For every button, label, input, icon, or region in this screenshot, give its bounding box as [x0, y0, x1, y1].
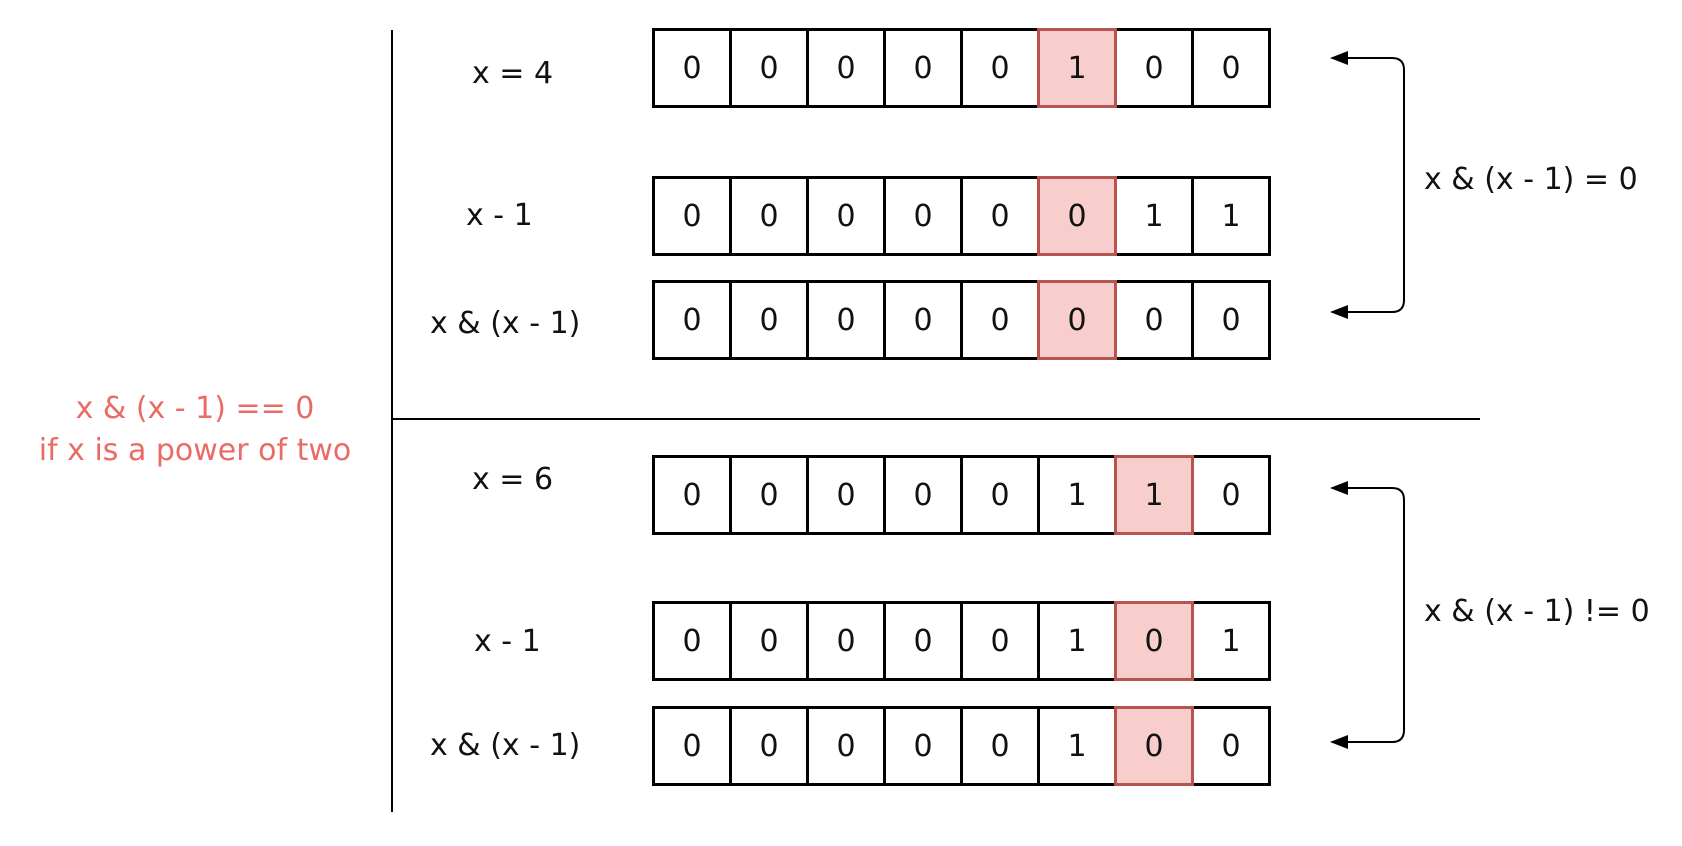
- bit-cell: 0: [960, 601, 1040, 681]
- bit-cell: 0: [806, 601, 886, 681]
- bit-cell: 0: [883, 280, 963, 360]
- bit-cell: 0: [1191, 455, 1271, 535]
- result-label-nonzero: x & (x - 1) != 0: [1424, 594, 1650, 629]
- bit-cell: 1: [1191, 176, 1271, 256]
- result-label-zero: x & (x - 1) = 0: [1424, 162, 1638, 197]
- bit-cell: 0: [729, 28, 809, 108]
- bit-cell: 0: [806, 176, 886, 256]
- arrowhead-top-upper: [1330, 51, 1348, 65]
- bit-cell: 1: [1037, 455, 1117, 535]
- highlighted-bit-cell: 0: [1114, 601, 1194, 681]
- bit-cell: 0: [806, 706, 886, 786]
- bit-cell: 0: [729, 706, 809, 786]
- bit-cell: 0: [652, 455, 732, 535]
- bit-cell: 0: [883, 455, 963, 535]
- bit-cell: 0: [1191, 28, 1271, 108]
- bit-cell: 0: [729, 280, 809, 360]
- bit-cell: 0: [883, 28, 963, 108]
- bit-cell: 0: [652, 28, 732, 108]
- bit-cell: 1: [1037, 601, 1117, 681]
- row-label-x-and: x & (x - 1): [430, 306, 581, 341]
- row-label-x-and: x & (x - 1): [430, 728, 581, 763]
- bit-cell: 0: [960, 455, 1040, 535]
- arrowhead-bottom-upper: [1330, 481, 1348, 495]
- row-label-x-minus-1: x - 1: [466, 198, 533, 233]
- row-label-x: x = 6: [472, 462, 554, 497]
- bit-cell: 0: [652, 176, 732, 256]
- highlighted-bit-cell: 0: [1037, 176, 1117, 256]
- bit-cell: 0: [729, 601, 809, 681]
- highlighted-bit-cell: 1: [1037, 28, 1117, 108]
- bit-cell: 0: [806, 28, 886, 108]
- bracket-arrow-bottom: [1332, 487, 1405, 743]
- row-label-x-minus-1: x - 1: [474, 624, 541, 659]
- bracket-arrow-top: [1332, 57, 1405, 313]
- highlighted-bit-cell: 0: [1037, 280, 1117, 360]
- bit-cell: 1: [1114, 176, 1194, 256]
- bit-cell: 0: [652, 280, 732, 360]
- arrowhead-bottom-lower: [1330, 735, 1348, 749]
- bit-cell: 0: [960, 280, 1040, 360]
- highlighted-bit-cell: 1: [1114, 455, 1194, 535]
- bit-cell: 0: [883, 706, 963, 786]
- row-label-x: x = 4: [472, 56, 554, 91]
- bit-cell: 0: [806, 280, 886, 360]
- bit-cell: 0: [960, 28, 1040, 108]
- note-explanation: if x is a power of two: [38, 433, 352, 468]
- bit-cell: 0: [1114, 28, 1194, 108]
- highlighted-bit-cell: 0: [1114, 706, 1194, 786]
- bit-cell: 0: [652, 601, 732, 681]
- bit-cell: 0: [960, 176, 1040, 256]
- bit-cell: 0: [1191, 706, 1271, 786]
- arrowhead-top-lower: [1330, 305, 1348, 319]
- bit-cell: 1: [1037, 706, 1117, 786]
- bit-cell: 0: [729, 176, 809, 256]
- bit-cell: 0: [883, 601, 963, 681]
- bit-cell: 1: [1191, 601, 1271, 681]
- bit-cell: 0: [883, 176, 963, 256]
- power-of-two-note: x & (x - 1) == 0 if x is a power of two: [0, 388, 390, 472]
- note-formula: x & (x - 1) == 0: [75, 391, 315, 426]
- bit-cell: 0: [960, 706, 1040, 786]
- bit-cell: 0: [1191, 280, 1271, 360]
- bit-cell: 0: [1114, 280, 1194, 360]
- bit-cell: 0: [806, 455, 886, 535]
- bit-cell: 0: [652, 706, 732, 786]
- bit-cell: 0: [729, 455, 809, 535]
